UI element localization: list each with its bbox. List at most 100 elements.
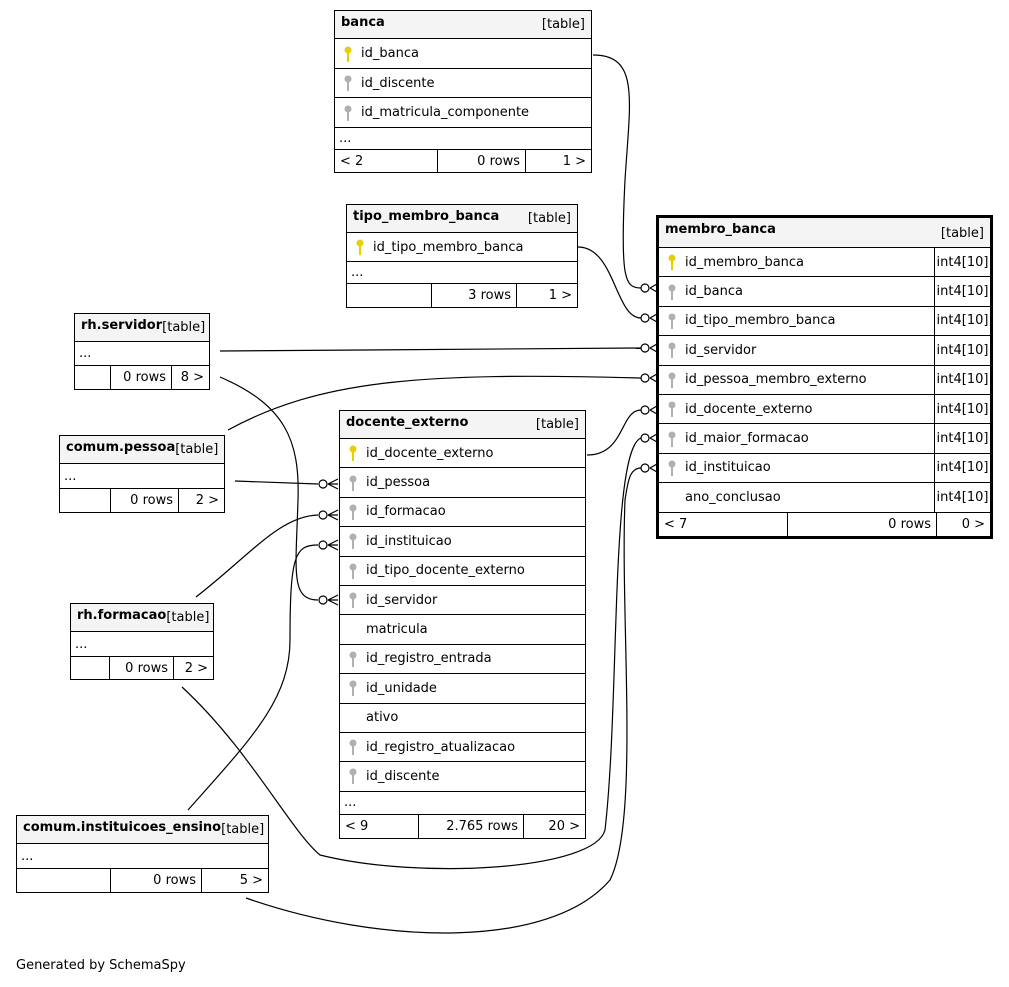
column-type: int4[10] <box>934 453 990 483</box>
column-row[interactable]: id_unidade <box>340 674 585 704</box>
parents-link[interactable] <box>17 869 110 892</box>
column-row[interactable]: id_pessoa_membro_externo int4[10] <box>659 365 990 395</box>
foreign-key-icon <box>341 75 355 91</box>
column-name: id_instituicao <box>366 533 452 549</box>
parents-link[interactable]: < 2 <box>340 153 364 169</box>
table-header: membro_banca [table] <box>659 218 990 248</box>
row-count: 0 rows <box>110 366 171 389</box>
table-tag: [table] <box>940 226 984 241</box>
children-link[interactable]: 8 > <box>171 366 209 389</box>
column-row[interactable]: id_instituicao <box>340 527 585 557</box>
table-footer: < 9 2.765 rows 20 > <box>340 814 585 838</box>
edge-rh-servidor-to-membro-banca <box>219 347 642 352</box>
column-name: id_discente <box>366 768 440 784</box>
parents-link[interactable]: < 7 <box>664 516 688 532</box>
children-link[interactable]: 0 > <box>936 512 990 536</box>
row-count: 2.765 rows <box>418 814 523 838</box>
column-row[interactable]: id_matricula_componente <box>335 98 591 128</box>
foreign-key-icon <box>346 533 360 550</box>
column-name: id_pessoa_membro_externo <box>685 372 867 388</box>
ellipsis-row: ... <box>340 792 585 815</box>
parents-link[interactable] <box>71 657 109 679</box>
column-row[interactable]: id_banca int4[10] <box>659 277 990 307</box>
edge-banca-to-membro-banca <box>592 54 642 289</box>
parents-link[interactable]: < 9 <box>345 818 369 834</box>
table-tag: [table] <box>175 442 219 457</box>
column-row[interactable]: id_docente_externo int4[10] <box>659 394 990 425</box>
edge-comum-instituicoes-to-membro-banca <box>245 467 642 934</box>
children-link[interactable]: 1 > <box>516 284 577 307</box>
table-header: comum.pessoa [table] <box>60 436 224 464</box>
marker-docente-id-servidor <box>318 594 339 606</box>
table-tag: [table] <box>541 17 585 32</box>
parents-link[interactable] <box>347 284 431 307</box>
column-row[interactable]: id_docente_externo <box>340 439 585 469</box>
foreign-key-icon <box>665 460 679 476</box>
column-name: id_formacao <box>366 504 446 520</box>
foreign-key-icon <box>346 768 360 785</box>
table-banca[interactable]: banca [table] id_banca id_discente id_ma… <box>334 10 592 173</box>
table-footer: < 7 0 rows 0 > <box>659 512 990 536</box>
column-row[interactable]: id_formacao <box>340 498 585 528</box>
column-row[interactable]: id_banca <box>335 39 591 69</box>
column-row[interactable]: id_registro_entrada <box>340 645 585 675</box>
table-tag: [table] <box>162 320 206 335</box>
table-comum-instituicoes-ensino[interactable]: comum.instituicoes_ensino [table] ... 0 … <box>16 815 269 893</box>
table-comum-pessoa[interactable]: comum.pessoa [table] ... 0 rows 2 > <box>59 435 225 513</box>
table-footer: 0 rows 2 > <box>71 657 213 679</box>
table-rh-servidor[interactable]: rh.servidor [table] ... 0 rows 8 > <box>74 313 210 390</box>
column-row[interactable]: matricula <box>340 615 585 645</box>
column-row[interactable]: id_pessoa <box>340 468 585 498</box>
column-type: int4[10] <box>934 483 990 512</box>
column-name: id_docente_externo <box>685 401 813 417</box>
column-name: id_matricula_componente <box>361 105 530 120</box>
table-name: membro_banca <box>665 222 776 237</box>
parents-link[interactable] <box>75 366 110 389</box>
column-row[interactable]: id_tipo_docente_externo <box>340 557 585 586</box>
table-name: tipo_membro_banca <box>353 209 500 224</box>
column-row[interactable]: id_instituicao int4[10] <box>659 453 990 484</box>
table-tipo-membro-banca[interactable]: tipo_membro_banca [table] id_tipo_membro… <box>346 204 578 308</box>
column-row[interactable]: ano_conclusao int4[10] <box>659 483 990 513</box>
column-row[interactable]: id_discente <box>340 762 585 792</box>
children-link[interactable]: 2 > <box>178 489 224 512</box>
column-row[interactable]: id_servidor int4[10] <box>659 336 990 366</box>
column-row[interactable]: ativo <box>340 704 585 733</box>
primary-key-icon <box>353 239 367 255</box>
column-name: ano_conclusao <box>685 489 781 505</box>
edge-comum-pessoa-to-membro-banca <box>227 375 642 431</box>
table-tag: [table] <box>166 610 210 625</box>
column-name: matricula <box>366 622 428 638</box>
table-membro-banca[interactable]: membro_banca [table] id_membro_banca int… <box>656 215 993 539</box>
column-row[interactable]: id_tipo_membro_banca <box>347 233 577 262</box>
table-docente-externo[interactable]: docente_externo [table] id_docente_exter… <box>339 410 586 839</box>
foreign-key-icon <box>346 739 360 756</box>
marker-docente-id-instituicao <box>318 539 339 551</box>
edge-rh-servidor-to-docente-externo <box>219 376 319 601</box>
marker-membro-banca-id-tipo <box>640 313 658 323</box>
primary-key-icon <box>341 46 355 62</box>
table-footer: 0 rows 8 > <box>75 366 209 389</box>
row-count: 0 rows <box>109 657 173 679</box>
foreign-key-icon <box>665 372 679 388</box>
row-count: 3 rows <box>431 284 516 307</box>
children-link[interactable]: 1 > <box>525 150 591 172</box>
children-link[interactable]: 20 > <box>523 814 585 838</box>
children-link[interactable]: 5 > <box>201 869 268 892</box>
table-header: docente_externo [table] <box>340 411 585 439</box>
column-row[interactable]: id_discente <box>335 69 591 98</box>
marker-docente-id-formacao <box>318 509 339 521</box>
table-header: rh.servidor [table] <box>75 314 209 342</box>
table-rh-formacao[interactable]: rh.formacao [table] ... 0 rows 2 > <box>70 603 214 680</box>
children-link[interactable]: 2 > <box>173 657 213 679</box>
foreign-key-icon <box>665 401 679 418</box>
column-row[interactable]: id_maior_formacao int4[10] <box>659 424 990 454</box>
column-type: int4[10] <box>934 424 990 453</box>
parents-link[interactable] <box>60 489 110 512</box>
column-row[interactable]: id_servidor <box>340 586 585 616</box>
column-row[interactable]: id_membro_banca int4[10] <box>659 248 990 278</box>
column-row[interactable]: id_tipo_membro_banca int4[10] <box>659 306 990 337</box>
column-row[interactable]: id_registro_atualizacao <box>340 733 585 763</box>
